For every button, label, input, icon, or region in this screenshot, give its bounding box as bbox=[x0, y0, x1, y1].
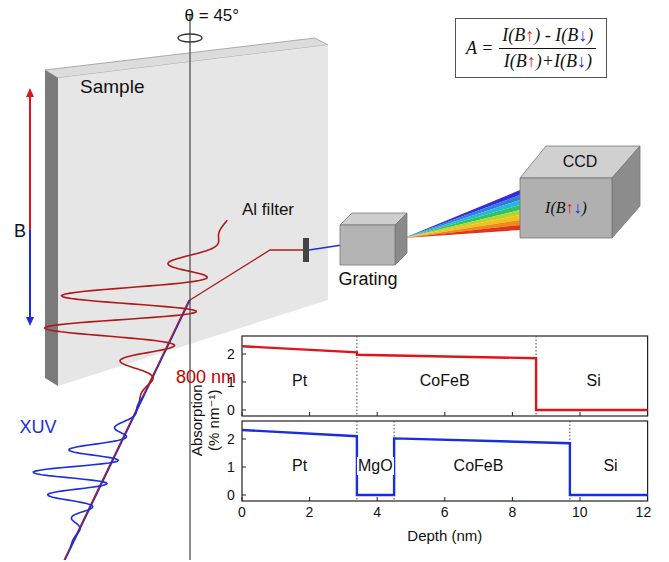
reflected-beam bbox=[190, 250, 304, 300]
y-tick-label: 1 bbox=[227, 460, 235, 475]
ccd-detector: CCD I(B↑↓) bbox=[520, 146, 640, 238]
spectrum-ray bbox=[404, 190, 520, 238]
x-tick-label: 12 bbox=[636, 505, 652, 520]
layer-label: MgO bbox=[357, 457, 394, 475]
x-tick-label: 6 bbox=[441, 505, 449, 520]
spectrum-ray bbox=[404, 205, 520, 238]
x-tick bbox=[309, 412, 310, 416]
x-tick bbox=[242, 497, 243, 501]
y-tick-label: 2 bbox=[227, 347, 235, 362]
x-tick bbox=[580, 497, 581, 501]
x-axis-title: Depth (nm) bbox=[407, 528, 482, 545]
y-tick-label: 1 bbox=[227, 375, 235, 390]
x-tick-label: 0 bbox=[238, 505, 246, 520]
y-axis-title: Absorption (% nm⁻¹) bbox=[188, 374, 223, 466]
y-tick bbox=[242, 495, 246, 496]
x-tick bbox=[647, 412, 648, 416]
y-tick-label: 0 bbox=[227, 403, 235, 418]
x-tick-label: 8 bbox=[508, 505, 516, 520]
field-arrow-up bbox=[29, 92, 31, 230]
xuv-label: XUV bbox=[20, 418, 57, 438]
y-tick-label: 2 bbox=[227, 432, 235, 447]
layer-label: Pt bbox=[292, 457, 307, 475]
field-label: B bbox=[14, 222, 26, 242]
spectrum-ray bbox=[404, 225, 520, 238]
layer-label: Si bbox=[587, 372, 601, 390]
x-tick bbox=[444, 497, 445, 501]
field-arrow-down bbox=[29, 230, 31, 322]
x-tick bbox=[512, 497, 513, 501]
x-tick-label: 2 bbox=[306, 505, 314, 520]
layer-label: CoFeB bbox=[454, 457, 504, 475]
sample-label: Sample bbox=[80, 77, 144, 98]
rotation-angle: θ = 45° bbox=[185, 7, 240, 26]
xuv-beam bbox=[65, 300, 190, 560]
x-tick bbox=[580, 412, 581, 416]
ccd-side bbox=[612, 146, 640, 238]
y-tick bbox=[242, 354, 246, 355]
x-tick bbox=[377, 497, 378, 501]
spectrum-ray bbox=[404, 215, 520, 238]
y-tick bbox=[242, 382, 246, 383]
x-tick bbox=[377, 412, 378, 416]
x-tick bbox=[242, 412, 243, 416]
spectrum-ray bbox=[404, 200, 520, 238]
x-tick-label: 4 bbox=[373, 505, 381, 520]
filter-label: Al filter bbox=[242, 201, 294, 220]
filtered-beam bbox=[309, 245, 342, 250]
grating-label: Grating bbox=[339, 270, 398, 290]
y-tick-label: 0 bbox=[227, 488, 235, 503]
y-tick bbox=[242, 439, 246, 440]
spectrum-ray bbox=[404, 195, 520, 238]
layer-label: Si bbox=[603, 457, 617, 475]
sample-side bbox=[45, 70, 58, 386]
panel-frame bbox=[242, 336, 648, 416]
x-tick-label: 10 bbox=[572, 505, 588, 520]
ir-absorption-curve bbox=[242, 346, 648, 410]
x-tick bbox=[647, 497, 648, 501]
x-tick bbox=[512, 412, 513, 416]
ir-beam bbox=[64, 300, 189, 560]
x-tick bbox=[309, 497, 310, 501]
absorption-chart bbox=[242, 336, 648, 501]
al-filter bbox=[303, 238, 309, 262]
y-tick bbox=[242, 467, 246, 468]
formula-box: A = I(B↑) - I(B↓)I(B↑)+I(B↓) bbox=[455, 18, 607, 78]
ccd-front bbox=[520, 178, 612, 238]
rotation-ellipse bbox=[178, 34, 202, 42]
formula-denominator: I(B↑)+I(B↓) bbox=[501, 49, 595, 72]
ccd-label: CCD bbox=[563, 153, 598, 171]
ccd-signal: I(B↑↓) bbox=[545, 199, 587, 217]
layer-label: Pt bbox=[292, 372, 307, 390]
grating-front bbox=[340, 225, 395, 265]
x-tick bbox=[444, 412, 445, 416]
formula-numerator: I(B↑) - I(B↓) bbox=[499, 25, 596, 49]
grating-side bbox=[395, 213, 407, 265]
interface-line bbox=[356, 336, 357, 416]
formula-fraction: I(B↑) - I(B↓)I(B↑)+I(B↓) bbox=[499, 25, 596, 71]
spectrum-fan bbox=[404, 190, 520, 238]
xuv-absorption-curve bbox=[242, 430, 648, 495]
formula-lhs: A = bbox=[466, 38, 493, 59]
panel-frame bbox=[242, 421, 648, 501]
spectrum-ray bbox=[404, 210, 520, 238]
spectrum-ray bbox=[404, 220, 520, 238]
y-tick bbox=[242, 410, 246, 411]
layer-label: CoFeB bbox=[420, 372, 470, 390]
rotation-axis bbox=[189, 14, 191, 560]
